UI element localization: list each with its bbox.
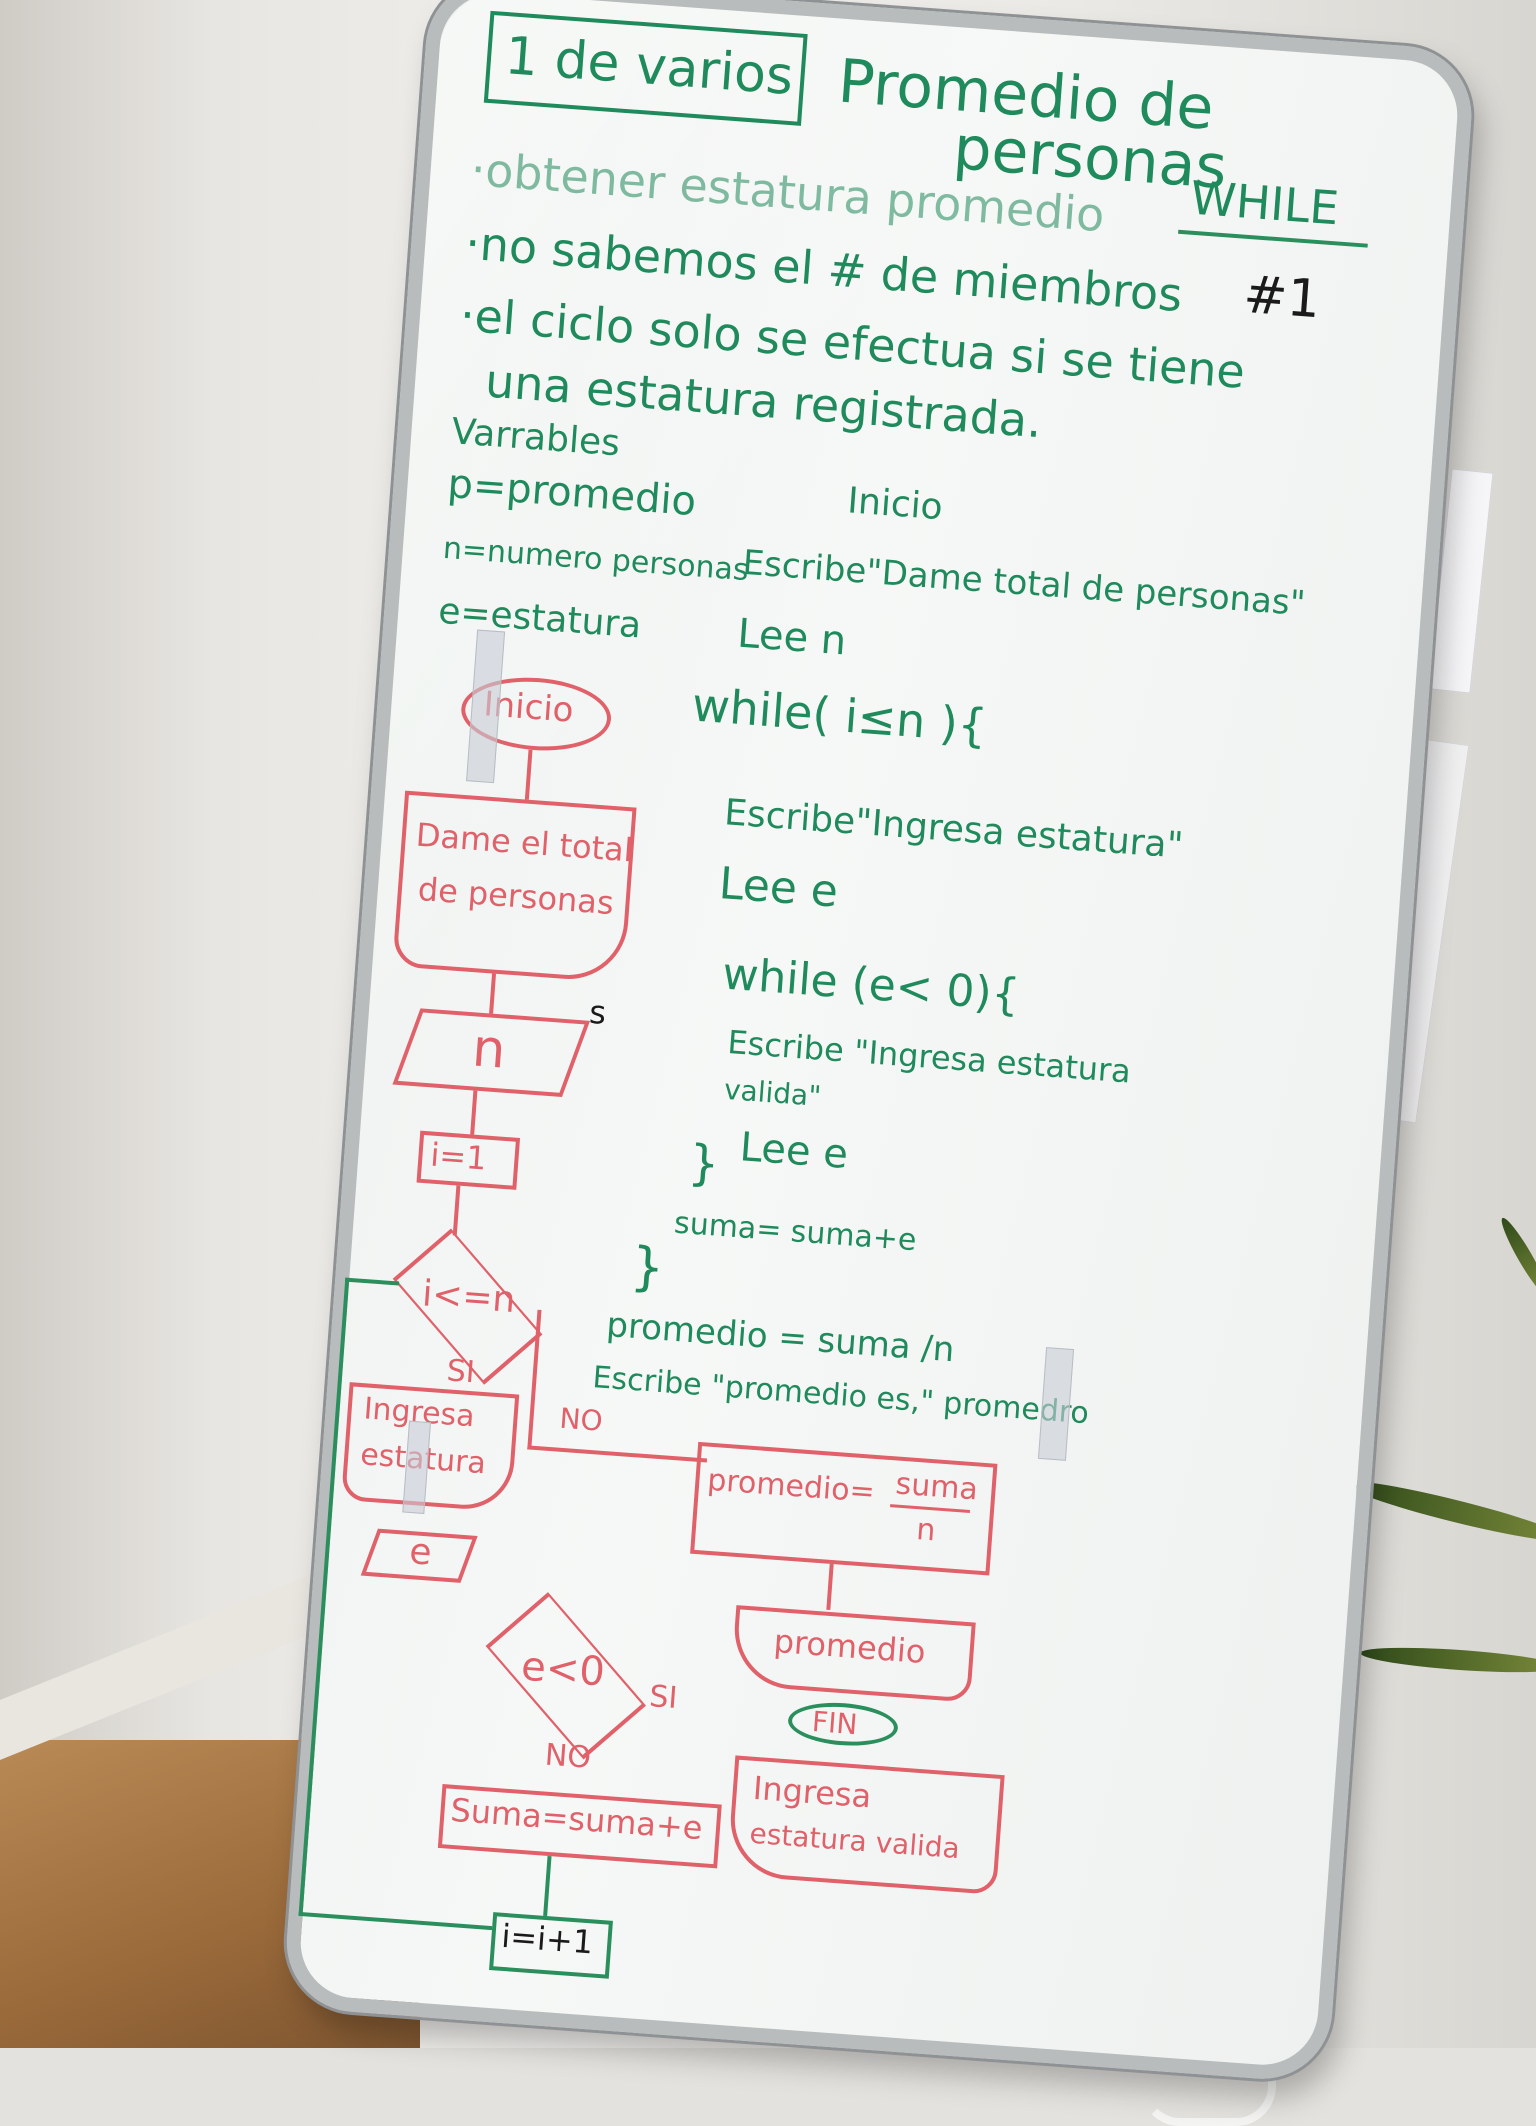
- yes-label: SI: [648, 1679, 679, 1716]
- pseudocode-line: }: [628, 1236, 667, 1299]
- average-denominator: n: [915, 1512, 937, 1549]
- exercise-number: #1: [1241, 264, 1323, 331]
- average-numerator: suma: [894, 1466, 980, 1508]
- input-n-tag: s: [588, 992, 608, 1032]
- pseudocode-line: valida": [722, 1072, 823, 1113]
- end-label: FIN: [810, 1705, 859, 1742]
- pseudocode-line: }: [686, 1134, 722, 1193]
- pseudocode-line: Lee e: [738, 1124, 850, 1178]
- validity-decision-label: e<0: [519, 1643, 607, 1696]
- loop-type-label: WHILE: [1188, 170, 1341, 236]
- init-i-label: i=1: [429, 1135, 488, 1178]
- loop-decision-label: i<=n: [420, 1273, 517, 1322]
- no-label: NO: [543, 1737, 593, 1776]
- yes-label: SI: [445, 1353, 476, 1391]
- whiteboard: 1 de varios Promedio de personas WHILE #…: [281, 0, 1477, 2084]
- pseudocode-line: Lee e: [717, 857, 840, 918]
- input-e-label: e: [407, 1531, 434, 1574]
- no-label: NO: [558, 1401, 604, 1438]
- pseudocode-line: Lee n: [735, 610, 848, 665]
- input-n-label: n: [470, 1018, 508, 1081]
- increment-label: i=i+1: [500, 1916, 595, 1962]
- pseudocode-line: Inicio: [846, 480, 945, 529]
